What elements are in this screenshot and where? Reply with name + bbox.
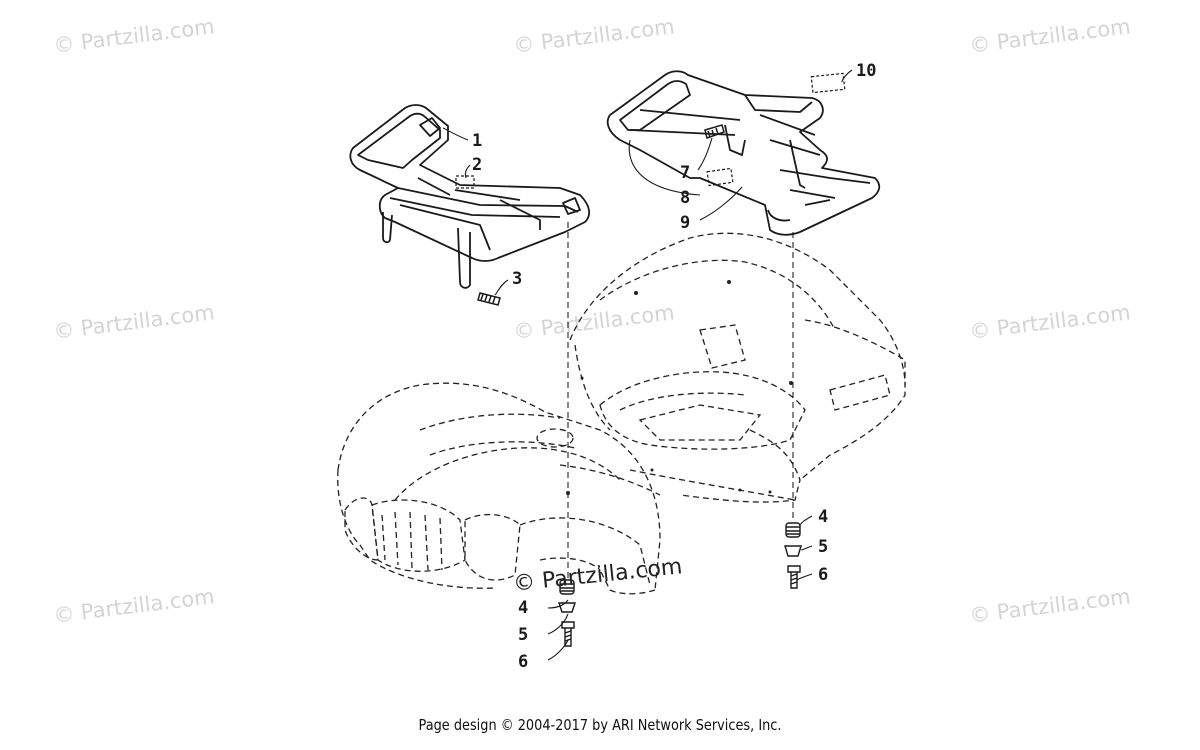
callout-6: 6 [818, 565, 828, 585]
front-rack [349, 104, 591, 289]
callout-1: 1 [472, 131, 482, 151]
callout-7: 7 [680, 163, 690, 183]
fasteners-rear [784, 522, 802, 589]
callout-6: 6 [518, 652, 528, 672]
callout-4: 4 [518, 598, 528, 618]
decal-10 [810, 72, 846, 94]
bolt-7 [704, 124, 725, 139]
mount-holes [566, 280, 793, 495]
callout-8: 8 [680, 188, 690, 208]
decal-9 [706, 167, 734, 187]
leader-lines [442, 69, 853, 661]
callout-10: 10 [856, 61, 876, 81]
bolt-3 [477, 292, 501, 306]
callout-4: 4 [818, 507, 828, 527]
footer-copyright: Page design © 2004-2017 by ARI Network S… [418, 716, 782, 734]
callout-5: 5 [518, 625, 528, 645]
callout-2: 2 [472, 155, 482, 175]
callout-3: 3 [512, 269, 522, 289]
rear-rack [606, 70, 881, 236]
callout-5: 5 [818, 537, 828, 557]
alignment-lines [567, 222, 794, 580]
callout-9: 9 [680, 213, 690, 233]
atv-body [337, 232, 906, 595]
